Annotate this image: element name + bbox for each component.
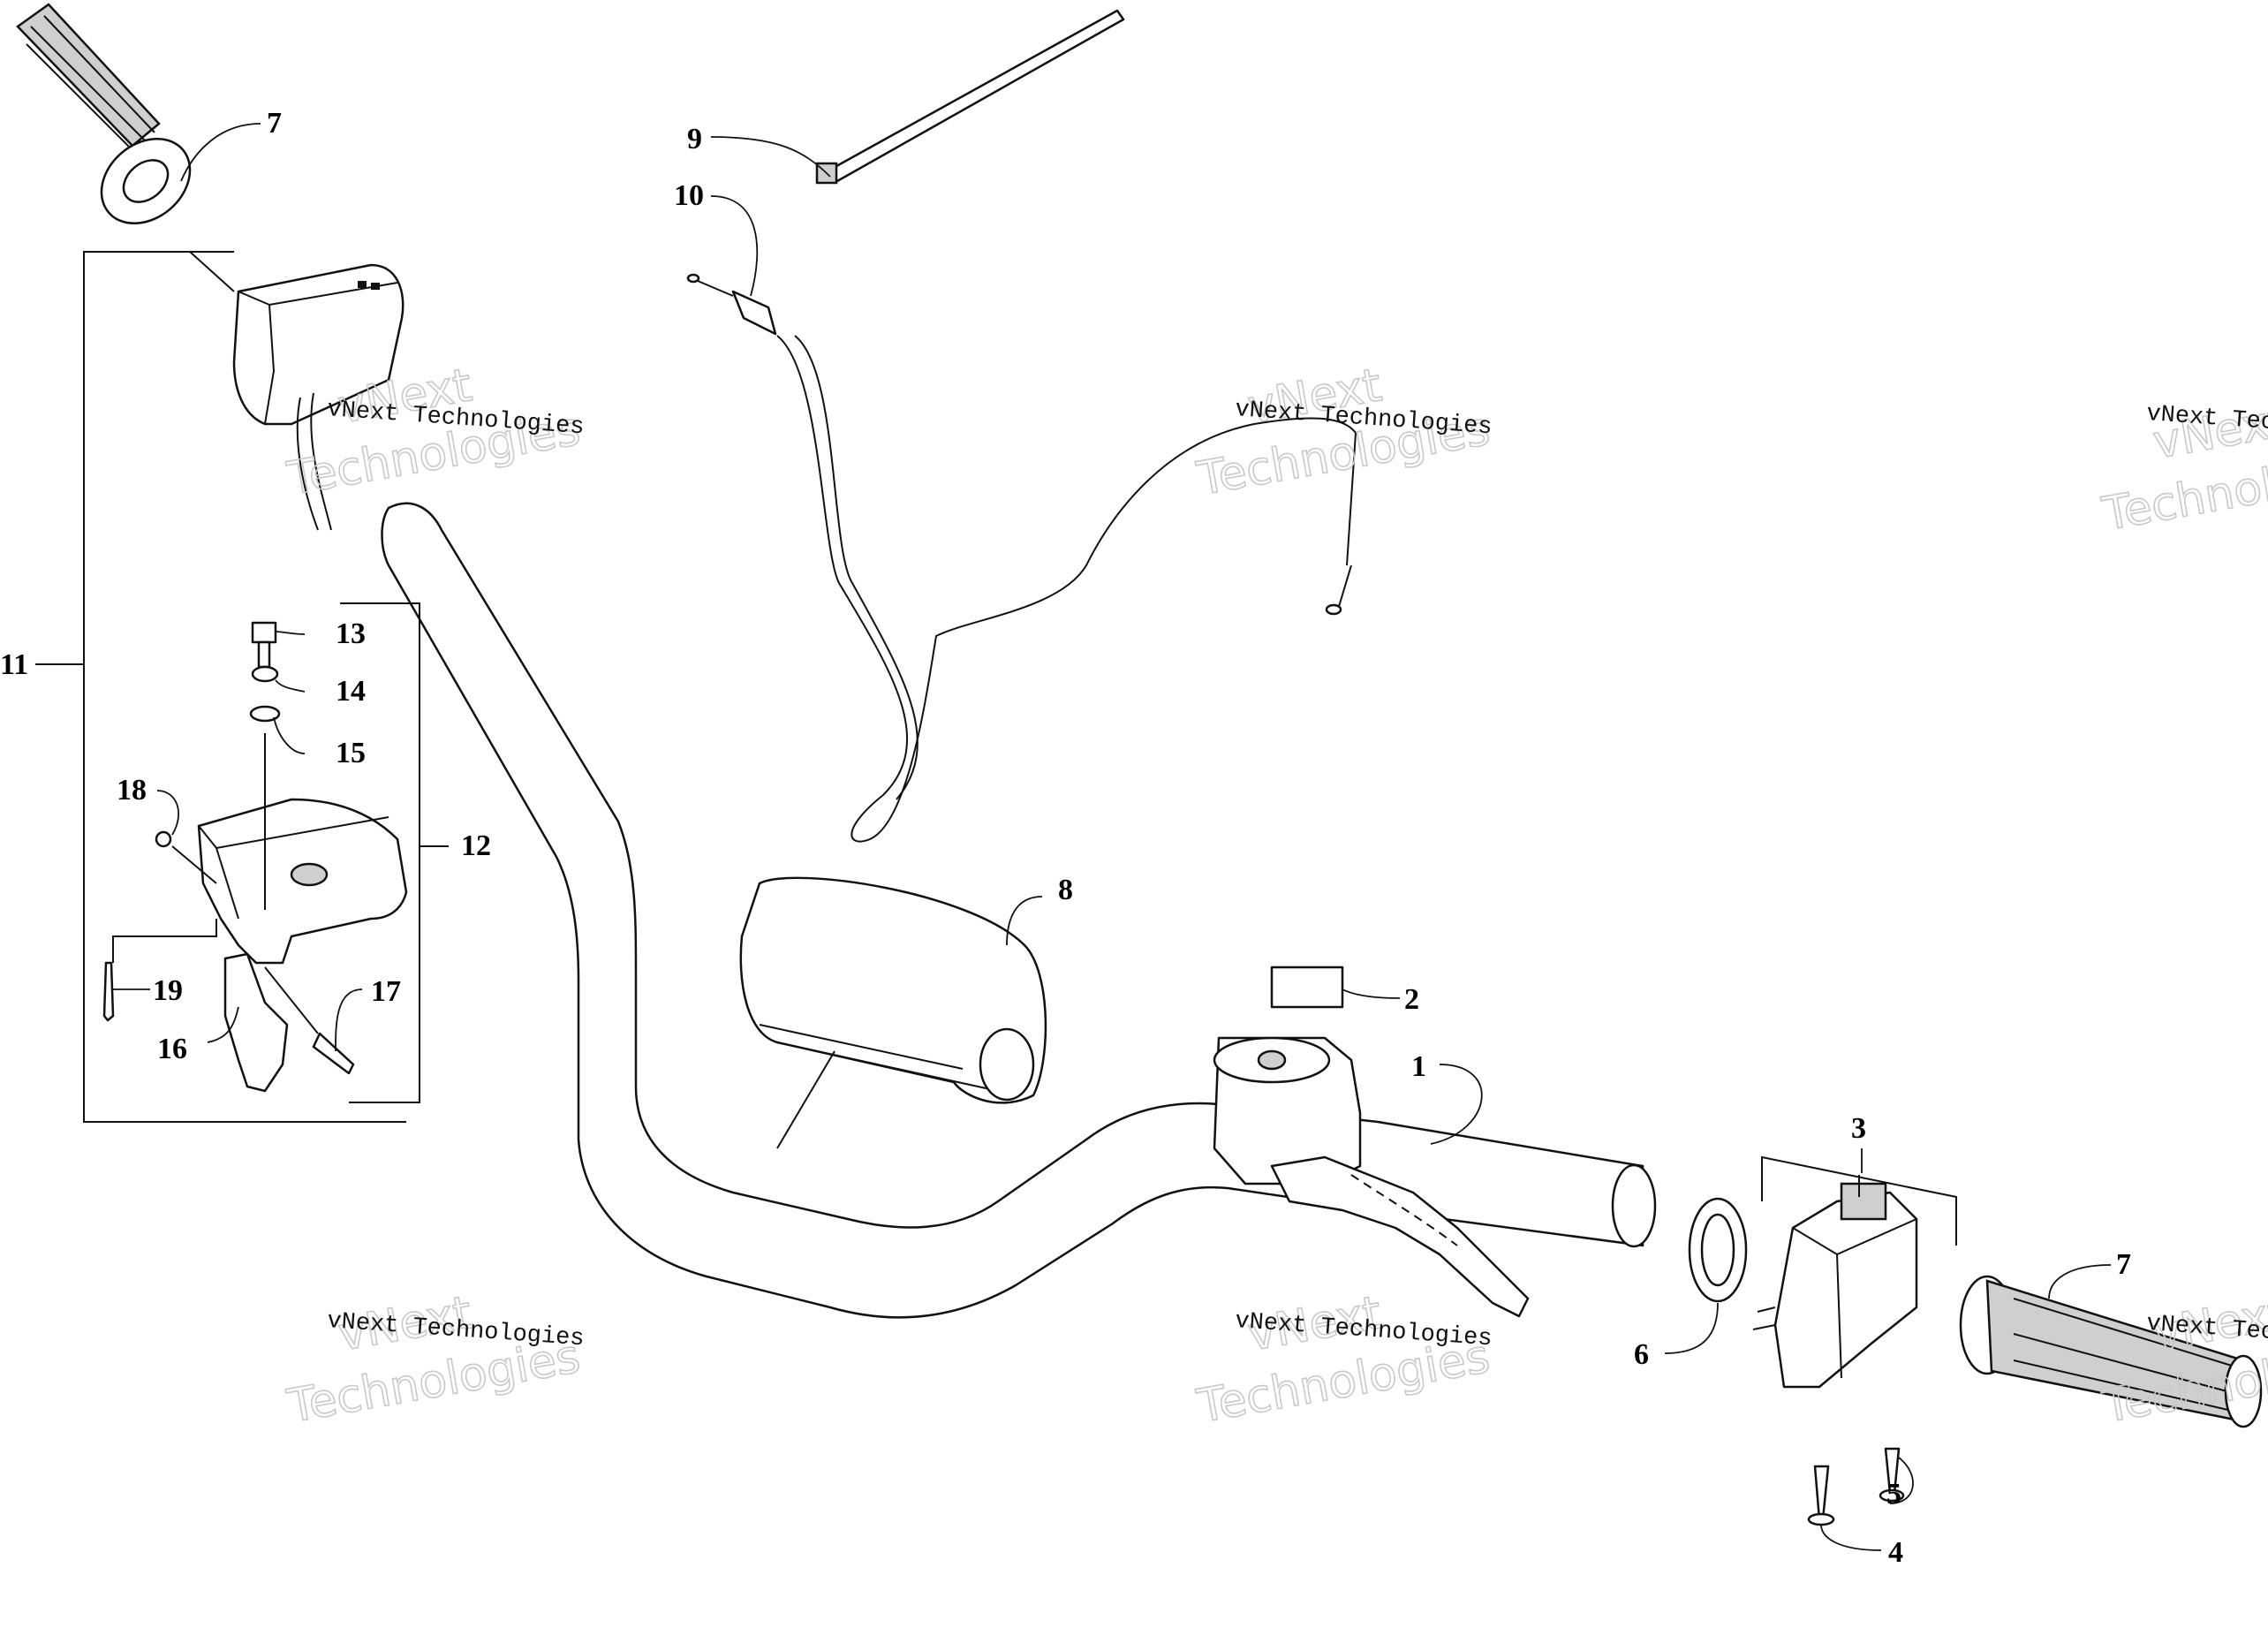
handlebar-part [381,502,1657,1319]
left-grip-part [16,3,192,225]
callout-labels: 1 2 3 4 5 6 7 7 8 9 10 11 12 13 14 15 16… [0,107,2131,1569]
callout-16: 16 [157,1033,187,1065]
lower-switch-body-part [102,621,408,1093]
handlebar-pad-part [739,876,1047,1149]
callout-9: 9 [687,123,702,155]
callout-18: 18 [117,774,147,807]
callout-17: 17 [371,975,401,1008]
grip-sleeve-part [1688,1197,1748,1303]
leader-lines [113,123,2112,1551]
callout-6: 6 [1634,1338,1649,1371]
callout-15: 15 [336,737,366,769]
callout-2: 2 [1404,983,1419,1016]
callout-8: 8 [1058,874,1073,906]
callout-7-left-grip: 7 [267,107,282,140]
cable-tie-part [815,9,1125,185]
callout-11: 11 [0,648,28,681]
right-switch-housing-part [1752,1155,1957,1526]
right-grip-part [1959,1275,2263,1428]
callout-1: 1 [1411,1050,1426,1083]
throttle-cable-part [686,273,1357,843]
watermark-5: vNext Technologies [1192,1285,1494,1434]
left-switch-housing-part [232,263,404,531]
callout-13: 13 [336,617,366,650]
callout-10: 10 [674,179,704,212]
watermark-3: vNext Technologies [2098,393,2268,541]
group-box-12 [340,602,449,1103]
brake-master-cylinder-part [1213,966,1530,1318]
callout-7-right-grip: 7 [2116,1248,2131,1281]
group-box-11 [35,251,406,1123]
callout-4: 4 [1888,1536,1903,1569]
callout-3: 3 [1851,1112,1866,1145]
callout-12: 12 [461,829,491,862]
callout-14: 14 [336,675,366,708]
watermark-4: vNext Technologies [283,1285,585,1434]
callout-19: 19 [153,974,183,1007]
callout-5: 5 [1886,1478,1901,1511]
